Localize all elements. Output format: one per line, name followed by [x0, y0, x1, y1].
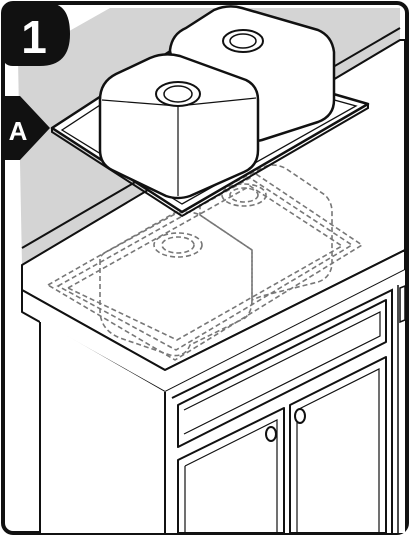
cabinet-door-left-inner	[184, 419, 278, 533]
drawer-panel	[177, 299, 387, 448]
door-knob-right	[294, 408, 306, 424]
callout-letter: A	[9, 116, 28, 146]
drain-right-inner	[229, 33, 257, 49]
ghost-sink-bowls	[99, 164, 333, 357]
sink-rim-thickness	[51, 104, 369, 218]
sink-unit	[50, 5, 370, 218]
cabinet-front-frame	[171, 288, 393, 533]
cabinet-door-left	[177, 407, 285, 534]
step-badge-shape	[3, 3, 70, 66]
door-knob-left	[265, 426, 277, 442]
sink-bowl-left	[98, 53, 260, 200]
cabinet-door-right-inner	[296, 368, 380, 533]
adjacent-drawer	[399, 284, 406, 324]
step-number-badge: 1	[3, 3, 70, 66]
callout-arrow-marker: A	[3, 96, 50, 160]
callout-arrow-shape	[3, 96, 50, 160]
drawer-panel-inner	[183, 311, 381, 435]
step-number: 1	[21, 11, 47, 63]
drain-left-inner	[163, 85, 193, 103]
